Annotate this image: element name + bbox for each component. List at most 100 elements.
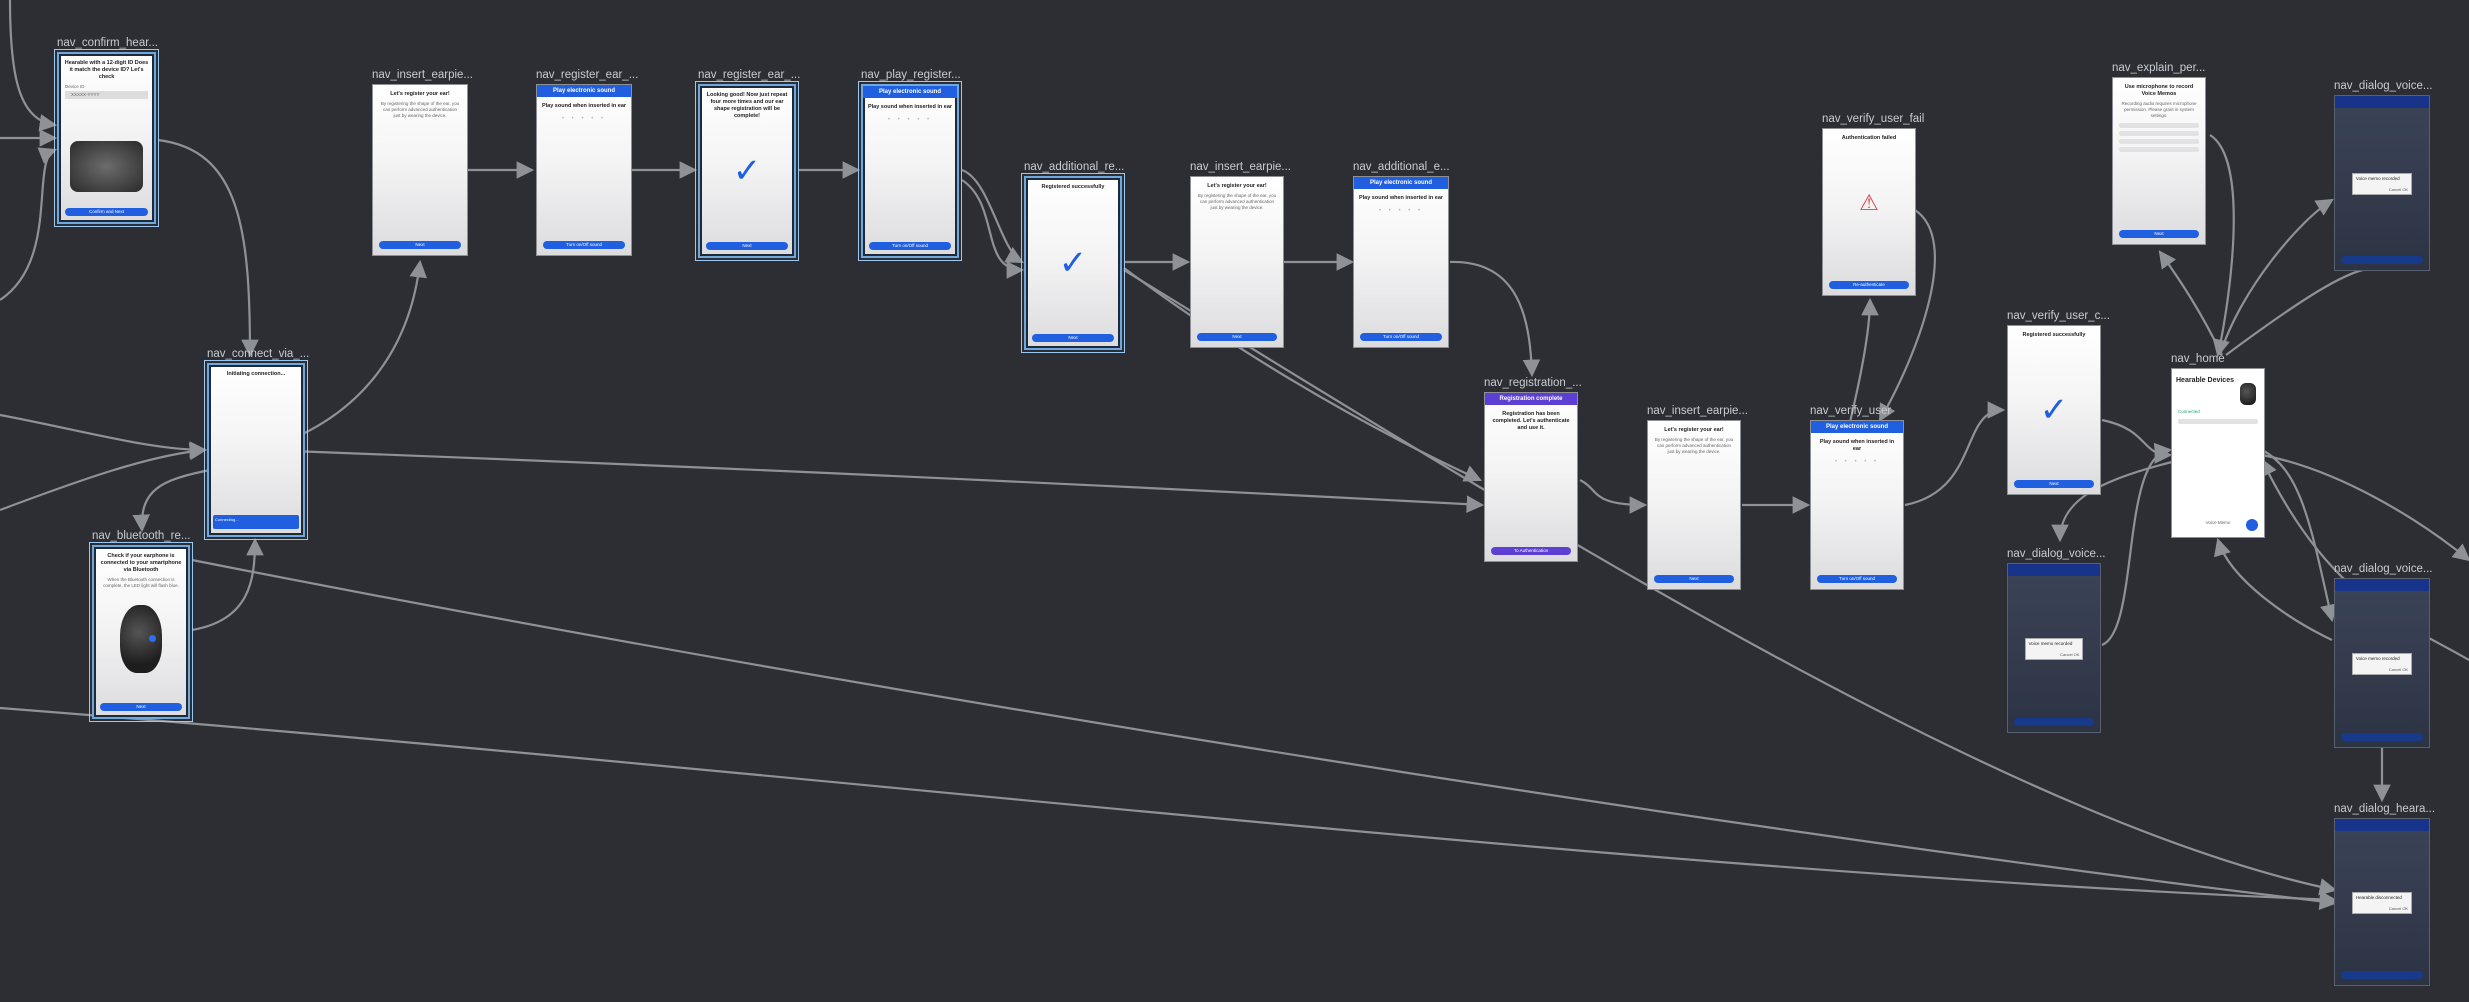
progress-dots: • • • • • [1834,459,1880,465]
to-authentication-button[interactable]: To Authentication [1490,547,1572,555]
screen-label: nav_insert_earpie... [1190,161,1292,173]
screen-frame: Hearable with a 12-digit ID Does it matc… [57,52,156,224]
screen-play-register[interactable]: nav_play_register... Play electronic sou… [858,69,962,261]
next-button[interactable]: Next [2013,480,2095,488]
screen-insert-earpiece-2[interactable]: nav_insert_earpie... Let's register your… [1190,161,1291,348]
settings-row [2119,131,2199,136]
re-authenticate-button[interactable]: Re-authenticate [1828,281,1910,289]
dialog[interactable]: Voice memo recorded Cancel OK [2351,652,2413,675]
screen-insert-earpiece-1[interactable]: nav_insert_earpie... Let's register your… [372,69,473,256]
dialog-actions[interactable]: Cancel OK [2060,651,2080,657]
next-button[interactable]: Next [1196,333,1278,341]
screen-title: Play sound when inserted in ear [541,103,627,109]
screen-additional-ear[interactable]: nav_additional_e... Play electronic soun… [1353,161,1450,348]
dialog-actions[interactable]: Cancel OK [2388,666,2409,672]
screen-label: nav_register_ear_... [536,69,639,81]
screen-title: Check if your earphone is connected to y… [100,553,182,573]
add-fab-button[interactable] [2246,519,2258,531]
screen-insert-earpiece-3[interactable]: nav_insert_earpie... Let's register your… [1647,405,1748,590]
footer-label: Voice Memo [2205,520,2231,525]
screen-bluetooth-connect[interactable]: nav_bluetooth_re... Check if your earpho… [89,530,193,722]
screen-dialog-voice-2[interactable]: nav_dialog_voice... Voice memo recorded … [2007,548,2105,733]
screen-label: nav_bluetooth_re... [92,530,191,542]
screen-label: nav_insert_earpie... [372,69,474,81]
toggle-sound-button[interactable]: Turn on/Off sound [542,241,626,249]
screen-title: Let's register your ear! [1664,427,1724,433]
screen-header: Play electronic sound [1354,177,1448,189]
screen-explain-permission[interactable]: nav_explain_per... Use microphone to rec… [2112,62,2206,245]
next-button[interactable]: Next [2118,230,2200,238]
screen-title: Hearable Devices [2176,377,2234,384]
screen-frame: Voice memo recorded Cancel OK [2007,563,2101,733]
screen-dialog-hearable[interactable]: nav_dialog_heara... Hearable disconnecte… [2334,803,2435,986]
dialog[interactable]: Hearable disconnected Cancel OK [2351,892,2413,915]
toggle-sound-button[interactable]: Turn on/Off sound [868,242,952,250]
screen-title: Let's register your ear! [390,91,450,97]
screen-label: nav_home [2171,353,2225,365]
screen-connect-via[interactable]: nav_connect_via_... Initiating connectio… [204,348,309,540]
screen-register-ear-2[interactable]: nav_register_ear_... Looking good! Now j… [695,69,800,261]
screen-confirm-hearable[interactable]: nav_confirm_hear... Hearable with a 12-d… [54,37,159,227]
earpiece-image [2240,383,2256,405]
edge [1449,260,1541,378]
screen-label: nav_explain_per... [2112,62,2206,74]
screen-title: Let's register your ear! [1207,183,1267,189]
screen-label: nav_dialog_heara... [2334,803,2436,815]
screen-frame: Registration complete Registration has b… [1484,392,1578,562]
next-button[interactable]: Next [705,242,789,250]
edge [191,537,264,632]
screen-frame: Use microphone to record Voice Memos Rec… [2112,77,2206,245]
edge [1848,297,1879,423]
screen-frame: Let's register your ear! By registering … [372,84,468,256]
dialog[interactable]: Voice memo recorded Cancel OK [2351,172,2413,195]
next-button[interactable]: Next [1031,334,1115,342]
screen-dialog-voice-1[interactable]: nav_dialog_voice... Voice memo recorded … [2334,80,2432,271]
next-button[interactable]: Next [99,703,183,711]
screen-frame: Play electronic sound Play sound when in… [1353,176,1449,348]
screen-header: Play electronic sound [537,85,631,97]
screen-frame: Check if your earphone is connected to y… [92,545,190,719]
edge [263,448,1485,513]
screen-dialog-voice-3[interactable]: nav_dialog_voice... Voice memo recorded … [2334,563,2432,748]
screen-body: By registering the shape of the ear, you… [1654,437,1734,454]
screen-registration-complete[interactable]: nav_registration_... Registration comple… [1484,377,1582,562]
screen-title: Play sound when inserted in ear [1819,439,1895,452]
screen-title: Use microphone to record Voice Memos [2124,84,2194,97]
screen-header: Play electronic sound [1811,421,1903,433]
toggle-sound-button[interactable]: Turn on/Off sound [1359,333,1443,341]
screen-label: nav_play_register... [861,69,961,81]
connection-status: Connected [2178,409,2200,414]
screen-additional-registered[interactable]: nav_additional_re... Registered successf… [1021,161,1125,353]
confirm-next-button[interactable]: Confirm and Next [64,208,149,216]
next-button[interactable]: Next [378,241,462,249]
screen-verify-user[interactable]: nav_verify_user Play electronic sound Pl… [1810,405,1904,590]
screen-verify-user-fail[interactable]: nav_verify_user_fail Authentication fail… [1822,113,1924,296]
screen-verify-user-complete[interactable]: nav_verify_user_c... Registered successf… [2007,310,2110,495]
device-id-label: Device ID [65,84,85,89]
earpiece-image [120,604,162,673]
edge [1579,479,1648,514]
screen-body: Recording audio requires microphone perm… [2121,101,2197,118]
device-row[interactable] [2178,419,2258,424]
edge [961,179,1025,279]
screen-label: nav_verify_user_c... [2007,310,2110,322]
dialog[interactable]: Voice memo recorded Cancel OK [2024,637,2084,660]
edge [2261,453,2469,562]
device-photo [70,141,143,192]
edge [2101,442,2173,647]
dialog-actions[interactable]: Cancel OK [2388,186,2409,192]
screen-label: nav_connect_via_... [207,348,310,360]
dimmed-button [2340,971,2424,979]
screen-label: nav_registration_... [1484,377,1582,389]
progress-dots: • • • • • [561,116,607,122]
warning-icon: ⚠ [1859,190,1879,216]
edge [2261,449,2338,623]
screen-label: nav_confirm_hear... [57,37,159,49]
toggle-sound-button[interactable]: Turn on/Off sound [1816,575,1898,583]
next-button[interactable]: Next [1653,575,1735,583]
dialog-actions[interactable]: Cancel OK [2388,906,2409,912]
edge [132,468,211,533]
screen-home[interactable]: nav_home Hearable Devices Connected Voic… [2171,353,2265,538]
screen-register-ear-1[interactable]: nav_register_ear_... Play electronic sou… [536,69,638,256]
screen-label: nav_insert_earpie... [1647,405,1749,417]
